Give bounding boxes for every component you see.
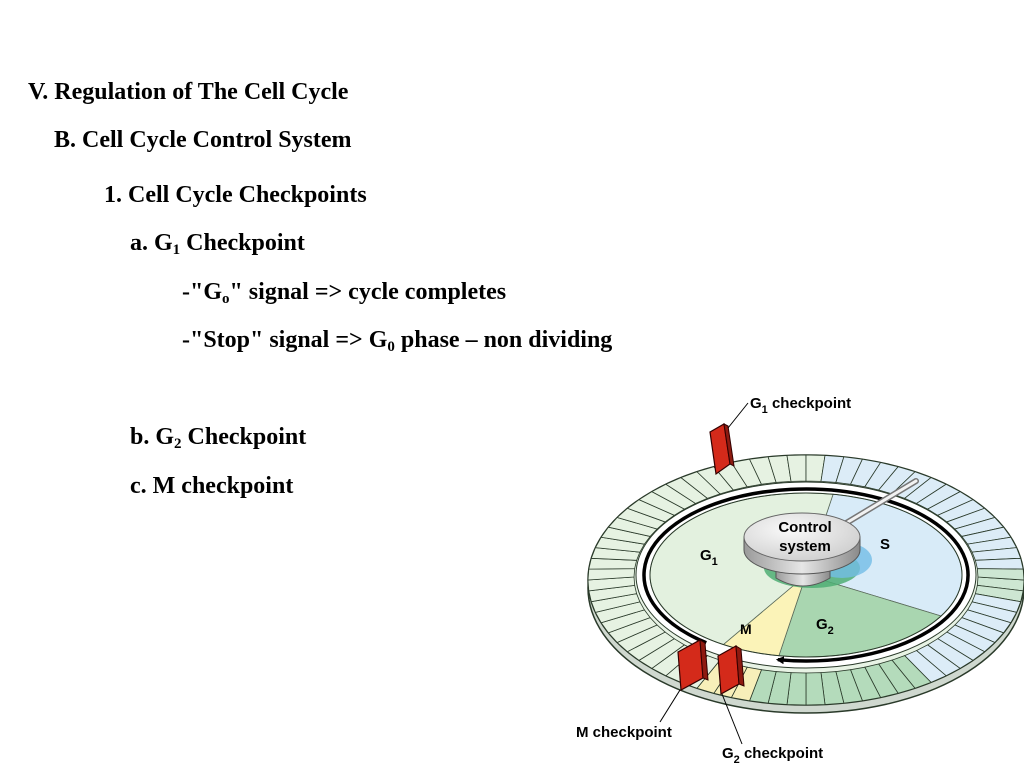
g1-checkpoint-gate [709,423,735,476]
inner-disc-outline [649,492,963,658]
m-checkpoint-gate [677,639,709,691]
item-cell-cycle-checkpoints: 1. Cell Cycle Checkpoints [104,182,367,208]
item-g2-checkpoint: b. G2 Checkpoint [130,424,307,452]
m-checkpoint-label: M checkpoint [576,724,672,741]
phase-label-s: S [880,536,890,553]
g1-checkpoint-label: G1 checkpoint [750,395,851,416]
cell-cycle-diagram: Control system G1 S G2 M G1 checkpoint M… [576,395,1024,766]
phase-label-g1: G1 [700,547,718,568]
g1-checkpoint-leader [727,402,749,429]
cycle-arrow [642,487,970,665]
g2-checkpoint-gate [717,645,745,695]
ring-segment [974,557,1024,570]
g2-checkpoint-leader [721,693,743,745]
item-m-checkpoint: c. M checkpoint [130,473,294,499]
item-g1-checkpoint: a. G1 Checkpoint [130,230,305,258]
m-checkpoint-leader [659,689,681,723]
slide-subheading: B. Cell Cycle Control System [54,127,352,153]
control-label-line1: Control [778,519,831,536]
go-signal-line: -"Go" signal => cycle completes [182,279,507,307]
slide-heading: V. Regulation of The Cell Cycle [28,79,349,105]
phase-label-g2: G2 [816,616,834,637]
g2-checkpoint-label: G2 checkpoint [722,745,823,766]
stop-signal-line: -"Stop" signal => G0 phase – non dividin… [182,327,613,355]
phase-label-m: M [740,621,752,637]
control-disc-top [743,512,861,562]
control-label-line2: system [779,538,831,555]
